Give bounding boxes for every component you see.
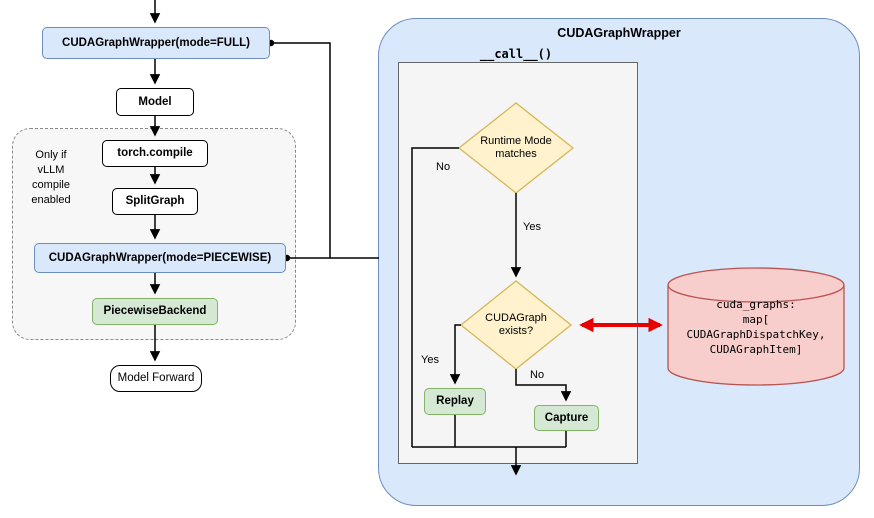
cudagraph-exists-label: CUDAGraph exists? [485,312,547,338]
runtime-mode-label: Runtime Mode matches [480,135,552,161]
label-no-exists: No [530,369,545,381]
wrapper-title: CUDAGraphWrapper [557,26,681,40]
cuda-graphs-store-label: cuda_graphs: map[ CUDAGraphDispatchKey, … [686,298,826,356]
cudagraph-wrapper-piecewise-box: CUDAGraphWrapper(mode=PIECEWISE) [34,243,286,273]
split-graph-box: SplitGraph [112,188,198,215]
torch-compile-box: torch.compile [102,140,208,167]
capture-box: Capture [534,405,599,431]
compile-note: Only if vLLM compile enabled [31,149,71,206]
replay-box: Replay [424,388,486,415]
call-label: __call__() [479,47,553,61]
label-yes-runtime: Yes [523,221,541,233]
model-forward-box: Model Forward [110,365,202,392]
cudagraph-wrapper-full-box: CUDAGraphWrapper(mode=FULL) [42,27,270,59]
piecewise-backend-box: PiecewiseBackend [92,298,218,325]
model-box: Model [116,88,194,116]
label-yes-exists: Yes [421,354,439,366]
label-no-runtime: No [436,161,451,173]
